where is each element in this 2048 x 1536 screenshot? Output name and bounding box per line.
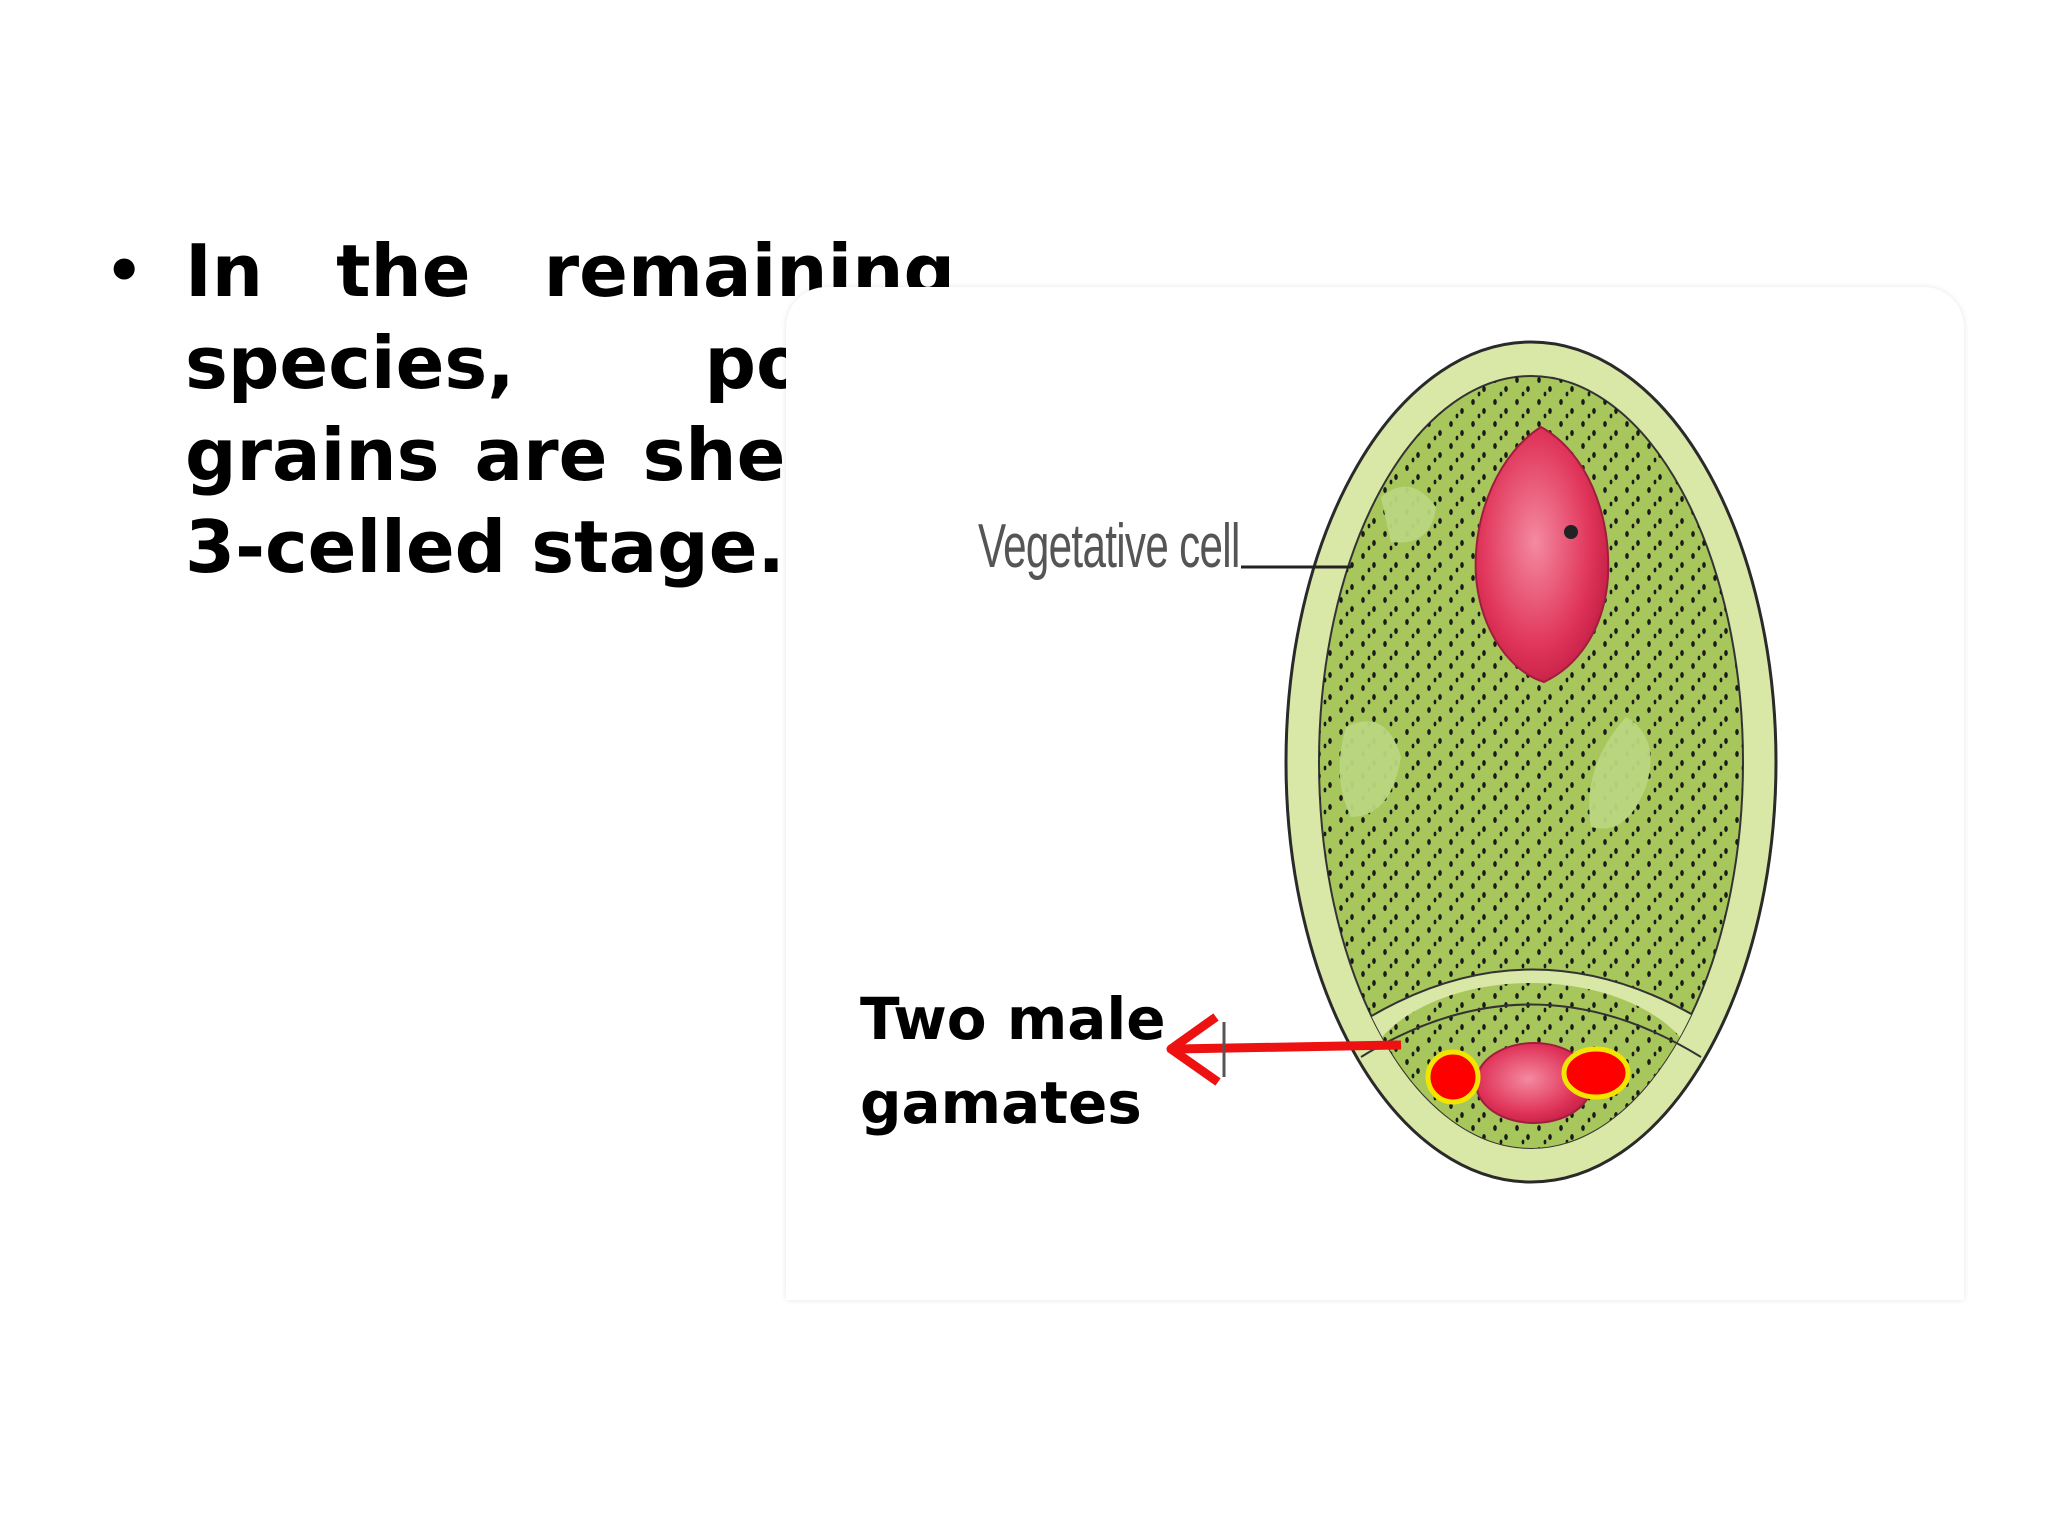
vegetative-cell-label: Vegetative cell: [978, 512, 1240, 581]
male-gamete-left: [1425, 1049, 1481, 1105]
pollen-grain-illustration: [1166, 340, 1778, 1184]
gamete-arrow-line: [1175, 1040, 1402, 1054]
male-gametes-label: Two male gamates: [860, 985, 1166, 1137]
pollen-grain-figure: Vegetative cell Two male gamates: [786, 287, 1964, 1300]
bullet-icon: •: [105, 236, 144, 306]
gamete-arrow-head: [1166, 1013, 1221, 1086]
male-gamete-right: [1561, 1046, 1631, 1100]
vegetative-nucleus: [1474, 425, 1610, 684]
